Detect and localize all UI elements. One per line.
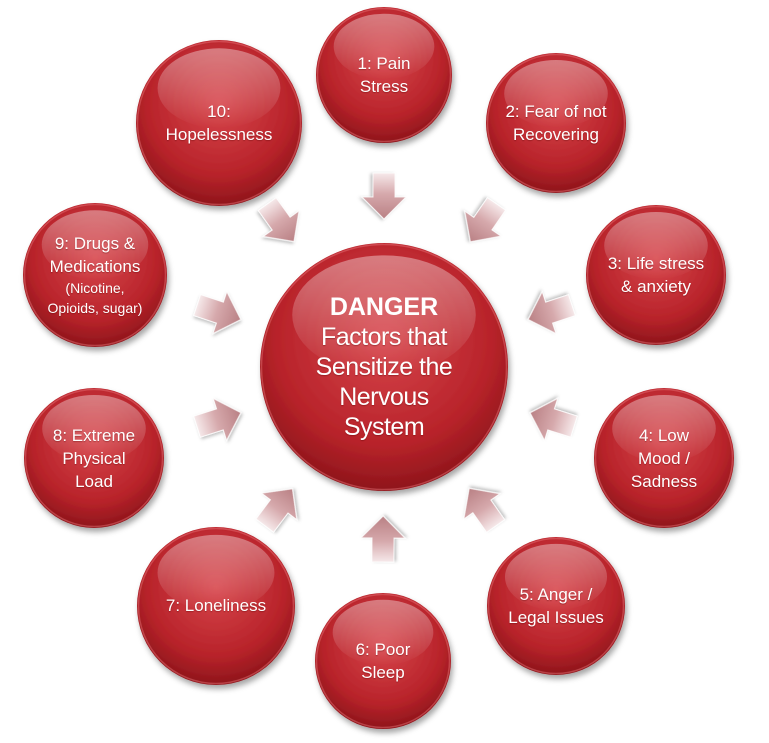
arrow-pointing-to-center-icon [255,488,298,533]
factor-8-node-rim [24,388,164,528]
factor-9-node-gloss [41,210,149,280]
arrow-pointing-to-center-icon [359,515,407,563]
factor-4-node [594,388,734,528]
factor-1-node-gloss [333,13,435,80]
factor-6-node-rim [315,593,451,729]
arrow-pointing-to-center-icon [464,196,507,243]
factor-3-node-rim [586,205,726,345]
factor-6-node [315,593,451,729]
factor-1-node [316,7,452,143]
factor-7-node [137,527,295,685]
factor-9-node [23,203,167,347]
factor-4-node-gloss [612,395,716,463]
arrow-pointing-to-center-icon [527,290,576,335]
factor-10-node-gloss [157,48,281,128]
factor-10-node-rim [136,40,302,206]
arrows-layer [193,172,578,563]
arrow-pointing-to-center-icon [360,172,408,220]
factor-5-node [487,537,625,675]
factor-10-node [136,40,302,206]
arrow-pointing-to-center-icon [463,487,506,534]
factor-7-node-rim [137,527,295,685]
factor-3-node [586,205,726,345]
factor-6-node-gloss [332,599,434,666]
factor-9-node-rim [23,203,167,347]
factor-2-node-gloss [504,60,608,128]
arrow-pointing-to-center-icon [257,197,300,243]
factor-7-node-gloss [157,534,275,611]
factor-5-node-gloss [504,543,608,611]
center-node [260,243,508,491]
factor-3-node-gloss [604,212,708,280]
center-node-gloss [292,255,476,375]
factor-8-node [24,388,164,528]
factor-8-node-gloss [42,395,146,463]
center-node-rim [260,243,508,491]
factor-5-node-rim [487,537,625,675]
factor-4-node-rim [594,388,734,528]
arrow-pointing-to-center-icon [529,397,578,442]
arrow-pointing-to-center-icon [193,290,242,335]
factor-2-node-rim [486,53,626,193]
circles-layer [23,7,734,729]
factor-2-node [486,53,626,193]
factor-1-node-rim [316,7,452,143]
arrow-pointing-to-center-icon [193,397,242,442]
